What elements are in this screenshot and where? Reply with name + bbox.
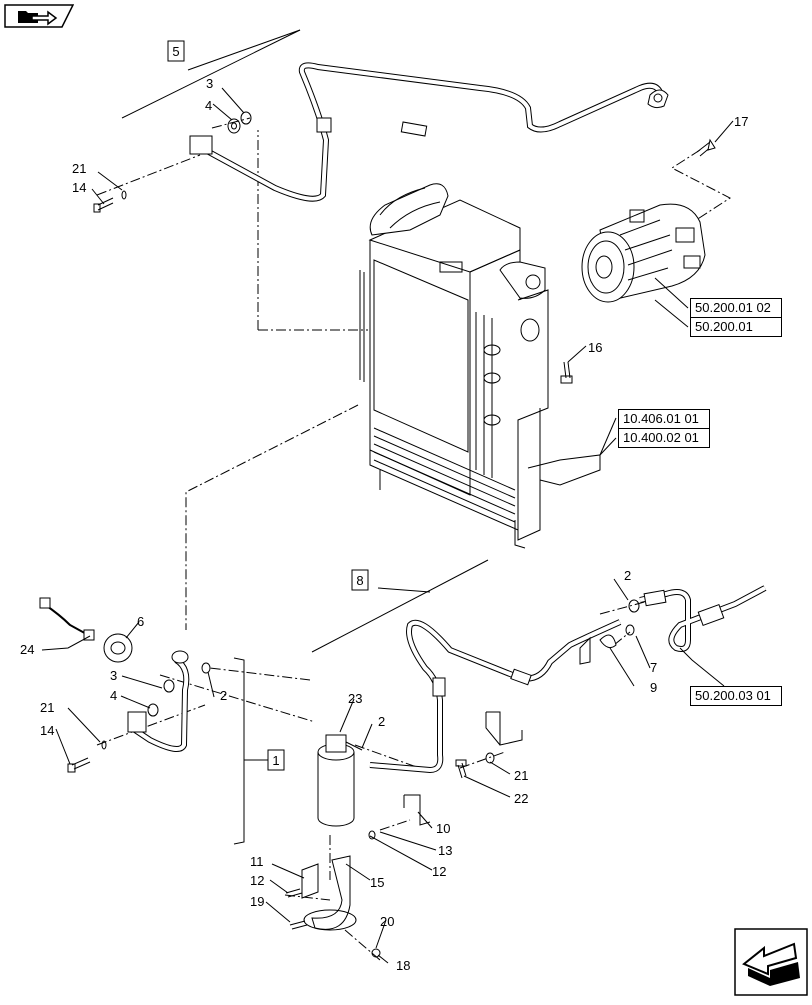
callout-10: 10 — [436, 821, 450, 836]
folder-back-arrow-icon-graphic — [4, 4, 75, 28]
ref-radiator-2[interactable]: 10.400.02 01 — [618, 428, 710, 448]
callout-23: 23 — [348, 691, 362, 706]
callout-21: 21 — [72, 161, 86, 176]
group-5-fasteners — [93, 111, 716, 213]
group-1-bracket — [233, 657, 245, 845]
group-box-8 — [351, 569, 369, 591]
ref-radiator-1[interactable]: 10.406.01 01 — [618, 409, 710, 429]
callout-9: 9 — [650, 680, 657, 695]
mounting-brackets — [285, 624, 635, 958]
group-box-5 — [167, 40, 185, 62]
ref-compressor-2[interactable]: 50.200.01 — [690, 317, 782, 337]
callout-19: 19 — [250, 894, 264, 909]
callout-18: 18 — [396, 958, 410, 973]
callout-2: 2 — [220, 688, 227, 703]
group-label-5: 5 — [172, 44, 179, 59]
receiver-drier — [317, 734, 363, 827]
callout-21: 21 — [40, 700, 54, 715]
upper-ac-pipe — [189, 62, 669, 202]
callout-14: 14 — [72, 180, 86, 195]
callout-16: 16 — [588, 340, 602, 355]
next-page-arrow-icon-graphic — [734, 928, 808, 996]
leader-lines — [41, 87, 734, 964]
group-box-1 — [267, 749, 285, 771]
callout-17: 17 — [734, 114, 748, 129]
callout-22: 22 — [514, 791, 528, 806]
callout-21: 21 — [514, 768, 528, 783]
callout-24: 24 — [20, 642, 34, 657]
callout-12: 12 — [432, 864, 446, 879]
callout-15: 15 — [370, 875, 384, 890]
ref-hose[interactable]: 50.200.03 01 — [690, 686, 782, 706]
lower-left-pipe — [67, 650, 211, 773]
group-8-leader — [377, 587, 431, 593]
callout-7: 7 — [650, 660, 657, 675]
pressure-switch-harness — [39, 597, 133, 663]
group-5-leader — [187, 29, 301, 71]
callout-2: 2 — [378, 714, 385, 729]
callout-14: 14 — [40, 723, 54, 738]
right-hose — [628, 585, 767, 652]
group-label-1: 1 — [272, 753, 279, 768]
group-label-8: 8 — [356, 573, 363, 588]
radiator-condenser — [359, 183, 601, 549]
callout-13: 13 — [438, 843, 452, 858]
callout-3: 3 — [110, 668, 117, 683]
callout-4: 4 — [205, 98, 212, 113]
group-5-line — [121, 29, 301, 119]
callout-12: 12 — [250, 873, 264, 888]
callout-6: 6 — [137, 614, 144, 629]
next-page-arrow-icon[interactable] — [734, 928, 808, 996]
group-8-line — [311, 559, 489, 653]
bolt-16 — [560, 361, 573, 384]
mid-hose — [369, 619, 622, 774]
folder-back-arrow-icon[interactable] — [4, 4, 75, 28]
callout-11: 11 — [250, 854, 264, 869]
callout-3: 3 — [206, 76, 213, 91]
callout-2: 2 — [624, 568, 631, 583]
callout-20: 20 — [380, 914, 394, 929]
ref-compressor-1[interactable]: 50.200.01 02 — [690, 298, 782, 318]
ac-compressor — [581, 203, 706, 303]
callout-4: 4 — [110, 688, 117, 703]
